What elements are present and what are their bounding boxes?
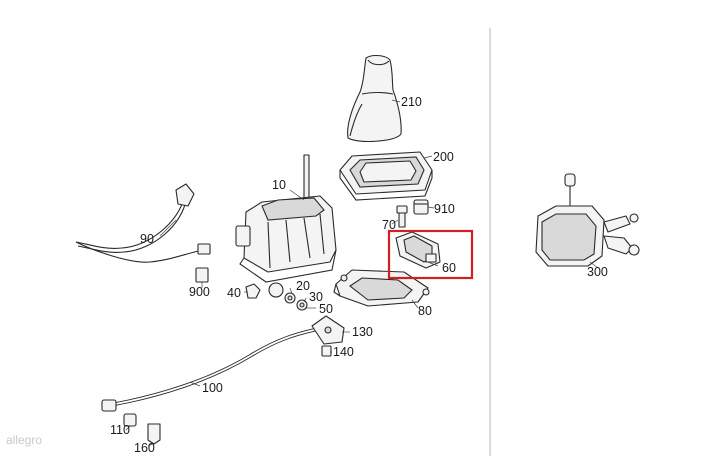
- part-160-retainer[interactable]: [147, 423, 161, 445]
- label-20: 20: [296, 279, 310, 293]
- part-60-sensor-module[interactable]: [395, 231, 441, 269]
- label-90: 90: [140, 232, 154, 246]
- label-50: 50: [319, 302, 333, 316]
- label-140: 140: [333, 345, 354, 359]
- part-70-bolt[interactable]: [396, 205, 408, 228]
- highlight-box: [387, 229, 474, 280]
- part-900-connector[interactable]: [195, 267, 209, 283]
- part-210-shift-boot[interactable]: [347, 55, 402, 143]
- label-70: 70: [382, 218, 396, 232]
- part-100-shift-cable[interactable]: [101, 328, 316, 412]
- label-110: 110: [110, 423, 130, 437]
- part-80-base-plate[interactable]: [333, 269, 430, 307]
- part-140-clip[interactable]: [321, 345, 332, 357]
- label-30: 30: [309, 290, 323, 304]
- part-40-nut[interactable]: [245, 283, 261, 299]
- label-200: 200: [433, 150, 454, 164]
- label-80: 80: [418, 304, 432, 318]
- label-900: 900: [189, 285, 210, 299]
- label-100: 100: [202, 381, 223, 395]
- part-90-wiring-harness[interactable]: [75, 183, 211, 263]
- label-210: 210: [401, 95, 422, 109]
- label-910: 910: [434, 202, 455, 216]
- label-10: 10: [272, 178, 286, 192]
- part-910-clip[interactable]: [413, 199, 429, 215]
- label-40: 40: [227, 286, 241, 300]
- label-300: 300: [587, 265, 608, 279]
- part-130-bracket[interactable]: [311, 315, 345, 345]
- leader-lines: [125, 99, 599, 447]
- label-160: 160: [134, 441, 155, 455]
- part-300-actuator[interactable]: [535, 173, 640, 267]
- label-60: 60: [442, 261, 456, 275]
- part-30-washer[interactable]: [296, 299, 308, 311]
- label-130: 130: [352, 325, 373, 339]
- part-20-bushing[interactable]: [284, 292, 296, 304]
- watermark: allegro: [6, 433, 42, 447]
- part-200-trim-frame[interactable]: [339, 151, 433, 201]
- part-10-gear-selector[interactable]: [235, 154, 337, 298]
